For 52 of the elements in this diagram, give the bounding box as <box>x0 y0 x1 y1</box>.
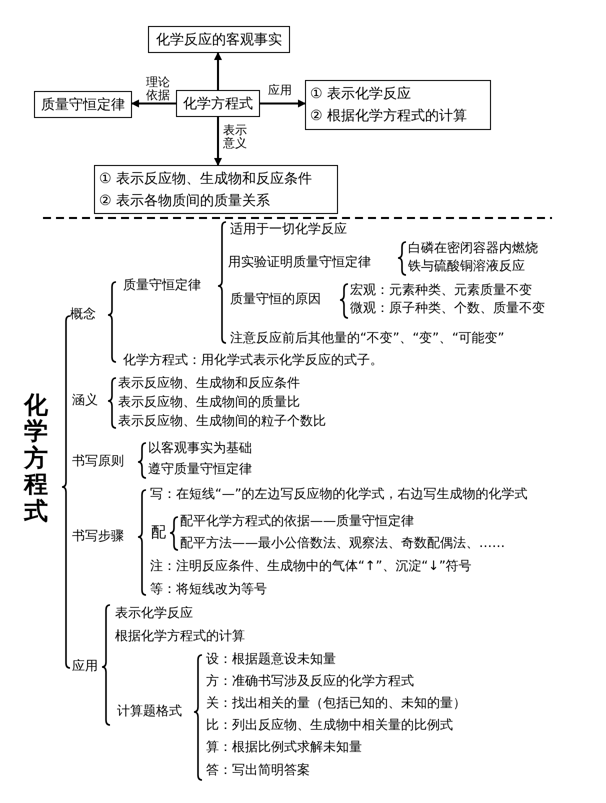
tree-text: 配平化学方程式的依据——质量守恒定律 <box>180 514 414 530</box>
tree-text: 表示反应物、生成物间的质量比 <box>118 395 300 411</box>
tree-text: 比：列出反应物、生成物中相关量的比例式 <box>206 718 453 734</box>
tree-text: 配 <box>151 524 166 540</box>
tree-text: 算：根据比例式求解未知量 <box>206 740 362 756</box>
tree-text: 方：准确书写涉及反应的化学方程式 <box>206 674 414 690</box>
tree-text: 表示反应物、生成物间的粒子个数比 <box>118 414 326 430</box>
arrow <box>131 100 176 108</box>
tree-text: 设：根据题意设未知量 <box>206 652 336 668</box>
tree-text: 质量守恒定律 <box>123 278 201 294</box>
tree-text: 用实验证明质量守恒定律 <box>228 255 371 271</box>
tree-text: 书写步骤 <box>72 529 124 545</box>
tree-text: 遵守质量守恒定律 <box>148 462 252 478</box>
tree-text: 宏观：元素种类、元素质量不变 <box>350 283 532 299</box>
box-text: ② 根据化学方程式的计算 <box>310 107 468 126</box>
arrow <box>214 52 222 90</box>
tree-text: 根据化学方程式的计算 <box>115 629 245 645</box>
tree-text: 关：找出相关的量（包括已知的、未知的量） <box>206 696 466 712</box>
tree-text: 应用 <box>72 659 98 675</box>
tree-text: 等：将短线改为等号 <box>150 582 267 598</box>
box-text: 质量守恒定律 <box>41 96 125 114</box>
concept-box <box>34 91 132 118</box>
tree-text: 书写原则 <box>72 454 124 470</box>
concept-box <box>176 90 260 117</box>
tree-text: 涵义 <box>72 393 98 409</box>
tree-text: 微观：原子种类、个数、质量不变 <box>350 301 545 317</box>
tree-text: 注：注明反应条件、生成物中的气体“↑”、沉淀“↓”符号 <box>150 559 472 575</box>
box-text: ① 表示反应物、生成物和反应条件 <box>99 170 312 188</box>
tree-text: 白磷在密闭容器内燃烧 <box>408 241 538 257</box>
concept-box <box>148 26 290 53</box>
tree-text: 注意反应前后其他量的“不变”、“变”、“可能变” <box>230 331 504 347</box>
tree-text: 铁与硫酸铜溶液反应 <box>408 259 525 275</box>
box-text: 化学反应的客观事实 <box>156 30 282 50</box>
vertical-title: 化学方程式 <box>24 392 48 524</box>
tree-text: 计算题格式 <box>117 704 182 720</box>
tree-text: 适用于一切化学反应 <box>230 222 347 238</box>
arrow <box>214 117 222 166</box>
tree-text: 化学方程式：用化学式表示化学反应的式子。 <box>123 353 383 369</box>
list-box <box>94 165 338 214</box>
tree-text: 以客观事实为基础 <box>148 441 252 457</box>
box-text: ② 表示各物质间的质量关系 <box>99 192 270 210</box>
tree-text: 概念 <box>70 307 96 323</box>
tree-text: 答：写出简明答案 <box>206 763 310 779</box>
box-text: ① 表示化学反应 <box>310 85 412 104</box>
box-text: 化学方程式 <box>183 94 253 114</box>
tree-text: 表示反应物、生成物和反应条件 <box>118 376 300 392</box>
tree-text: 质量守恒的原因 <box>230 292 321 308</box>
arrow <box>260 100 306 108</box>
list-box <box>305 80 491 130</box>
tree-text: 配平方法——最小公倍数法、观察法、奇数配偶法、…… <box>180 536 505 552</box>
tree-text: 写：在短线“—”的左边写反应物的化学式，右边写生成物的化学式 <box>150 487 528 503</box>
tree-text: 表示化学反应 <box>115 606 193 622</box>
